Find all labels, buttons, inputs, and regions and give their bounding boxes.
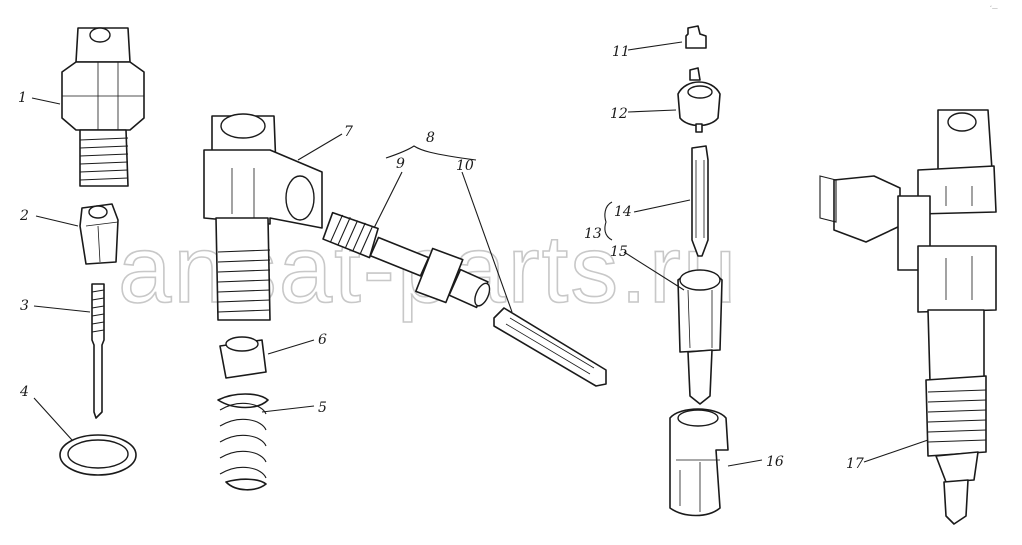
callout-1: 1 (18, 90, 27, 106)
callout-12: 12 (610, 106, 628, 122)
part-7-tee-body (203, 113, 323, 321)
part-3-rod (91, 283, 105, 419)
part-15-nozzle-body (677, 269, 723, 405)
part-1-union-fitting (61, 27, 145, 187)
callout-4: 4 (19, 384, 29, 400)
part-16-nozzle-nut (669, 408, 729, 517)
part-4-washer (59, 434, 137, 476)
part-17-injector-assembly (819, 109, 997, 525)
callout-17: 17 (846, 456, 864, 472)
callout-14: 14 (614, 204, 632, 220)
callout-7: 7 (344, 124, 353, 140)
part-10-filter-rod (493, 307, 607, 387)
callout-15: 15 (610, 244, 628, 260)
callout-10: 10 (456, 158, 474, 174)
callout-11: 11 (612, 44, 630, 60)
callout-8: 8 (426, 130, 435, 146)
part-9-inlet-fitting (322, 211, 491, 309)
callout-6: 6 (318, 332, 327, 348)
callout-13: 13 (584, 226, 602, 242)
part-5-spring (217, 393, 269, 491)
callout-2: 2 (19, 208, 29, 224)
callout-3: 3 (20, 298, 29, 314)
part-6-bush (219, 336, 267, 379)
leader-lines (31, 41, 929, 467)
part-12-cap (677, 67, 721, 133)
callout-16: 16 (766, 454, 784, 470)
part-2-nut (79, 203, 119, 265)
part-14-needle (691, 145, 709, 257)
corner-mark: ‘— (990, 5, 998, 12)
callout-9: 9 (396, 156, 405, 172)
part-11-screw (685, 25, 707, 49)
callout-5: 5 (318, 400, 327, 416)
callout-labels: 1 2 3 4 5 6 7 8 9 10 11 12 13 14 15 16 1… (18, 44, 864, 472)
